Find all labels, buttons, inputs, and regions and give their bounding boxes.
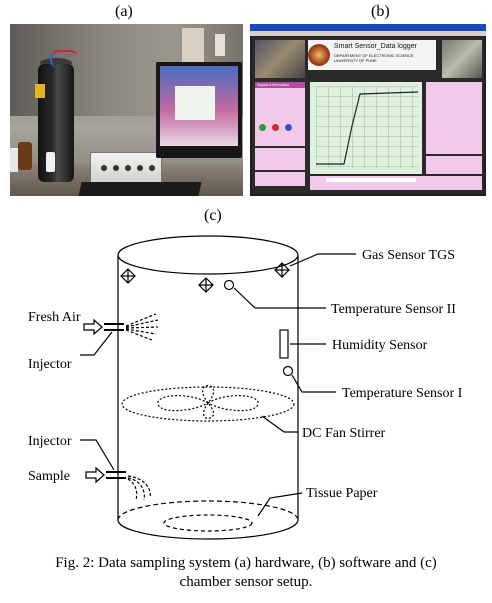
panel-label-c: (c) — [204, 207, 222, 224]
bottle-brown — [18, 142, 32, 170]
fan-blade-bottom — [202, 402, 215, 419]
signal-panel — [255, 82, 305, 146]
fresh-air-spray — [125, 313, 159, 341]
leader-tissue-paper — [257, 492, 303, 517]
gas-sensor-right-icon — [274, 262, 290, 278]
app-title: Smart Sensor_Data logger — [334, 43, 417, 50]
blue-led-icon — [285, 124, 292, 131]
gas-sensor-left-icon — [120, 268, 136, 284]
university-logo — [308, 44, 330, 66]
chamber-bottom-back — [117, 500, 299, 521]
app-university-line: UNIVERSITY OF PUNE — [334, 58, 377, 63]
bottle-small — [46, 152, 55, 172]
sensor-chamber — [38, 64, 74, 182]
department-box — [255, 172, 305, 186]
control-buttons-panel[interactable] — [255, 148, 305, 170]
caption-line-2: chamber sensor setup. — [179, 574, 313, 590]
leader-gas-sensor — [289, 253, 356, 267]
temperature-sensor-2-icon — [223, 279, 235, 291]
leader-temperature-1 — [291, 374, 336, 393]
chamber-picture — [255, 40, 305, 78]
bottle-white — [10, 148, 18, 172]
fan-blade-right — [206, 394, 259, 412]
caption-line-1: Fig. 2: Data sampling system (a) hardwar… — [55, 555, 437, 571]
signal-panel-title: Signal Information — [255, 82, 305, 88]
status-panel — [426, 156, 482, 174]
figure-caption: Fig. 2: Data sampling system (a) hardwar… — [0, 554, 492, 592]
label-sample: Sample — [28, 469, 70, 484]
window-menubar — [250, 31, 486, 36]
chamber-connector — [35, 84, 45, 98]
red-led-icon — [272, 124, 279, 131]
temperature-sensor-1-icon — [282, 365, 294, 377]
humidity-sensor-icon — [279, 329, 289, 359]
fan-blade-top — [202, 385, 215, 404]
app-department: DEPARTMENT OF ELECTRONIC SCIENCE UNIVERS… — [334, 53, 414, 63]
leader-injector-bottom — [80, 439, 115, 471]
green-led-icon — [259, 124, 266, 131]
software-screenshot: Smart Sensor_Data logger DEPARTMENT OF E… — [250, 24, 486, 196]
label-temperature-sensor-2: Temperature Sensor II — [331, 302, 456, 317]
channel-panel — [426, 82, 482, 154]
chamber-bottom-front — [117, 519, 299, 540]
fan-blade-left — [157, 394, 210, 412]
setup-picture — [442, 40, 482, 78]
label-fresh-air: Fresh Air — [28, 310, 81, 325]
data-logger-unit — [90, 152, 162, 186]
fresh-air-arrow-icon — [83, 318, 103, 336]
panel-label-a: (a) — [115, 3, 133, 20]
hardware-photo — [10, 24, 243, 196]
label-injector-bottom: Injector — [28, 434, 72, 449]
label-injector-top: Injector — [28, 357, 72, 372]
file-path-field[interactable] — [326, 178, 416, 182]
app-department-line: DEPARTMENT OF ELECTRONIC SCIENCE — [334, 53, 414, 58]
photo-poster — [182, 28, 204, 62]
chamber-wires — [50, 50, 78, 68]
leader-dc-fan — [261, 415, 298, 433]
sample-arrow-icon — [85, 466, 105, 484]
label-humidity-sensor: Humidity Sensor — [332, 338, 428, 353]
fan-plane — [121, 386, 295, 422]
label-gas-sensor: Gas Sensor TGS — [362, 248, 455, 263]
tissue-paper-shape — [163, 514, 253, 532]
leader-injector-top — [80, 331, 113, 356]
sensor-response-curve — [316, 91, 418, 165]
leader-temperature-2-a — [233, 287, 256, 309]
gas-sensor-center-icon — [198, 277, 214, 293]
panel-label-b: (b) — [371, 3, 390, 20]
sensor-chart-grid — [316, 86, 418, 168]
monitor-plot — [175, 86, 215, 120]
window-titlebar — [250, 24, 486, 31]
label-dc-fan-stirrer: DC Fan Stirrer — [302, 426, 386, 441]
label-temperature-sensor-1: Temperature Sensor I — [342, 386, 463, 401]
sample-spray — [127, 475, 151, 501]
chamber-top-rim — [117, 235, 299, 275]
label-tissue-paper: Tissue Paper — [306, 486, 378, 501]
photo-poster-small — [215, 34, 225, 56]
